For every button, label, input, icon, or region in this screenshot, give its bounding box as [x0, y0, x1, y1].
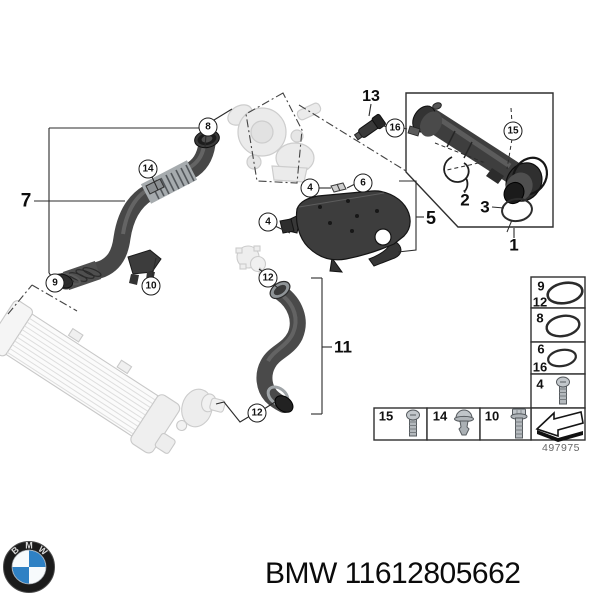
callout-9: 9: [45, 273, 65, 293]
callout-12b: 12: [247, 403, 267, 423]
legend-num-16: 16: [532, 359, 548, 375]
o-ring-small-icon: [547, 348, 577, 368]
reference-dash-dot-lines: [7, 92, 407, 315]
callout-15: 15: [503, 121, 523, 141]
bmw-logo: B M W: [3, 541, 55, 593]
callout-14: 14: [138, 159, 158, 179]
legend-num-6: 6: [537, 341, 545, 357]
dashed-leader-lines: [434, 107, 513, 171]
callout-12a: 12: [258, 268, 278, 288]
o-ring-large-icon: [546, 281, 584, 305]
legend-num-15: 15: [378, 408, 394, 424]
legend-num-10: 10: [484, 408, 500, 424]
label-2: 2: [460, 190, 470, 210]
hose-clamp-14: [145, 178, 165, 195]
turbocharger-ghost: [227, 102, 322, 183]
label-3: 3: [480, 197, 490, 217]
label-13: 13: [362, 88, 380, 105]
retaining-wire-2: [443, 156, 470, 193]
boost-sensor-13: [353, 113, 386, 141]
charge-pipe-1: [407, 102, 549, 205]
o-ring-3: [501, 197, 533, 233]
callout-16: 16: [385, 118, 405, 138]
legend-num-14: 14: [432, 408, 448, 424]
intercooler-ghost: [0, 300, 188, 454]
sheet-number: 497975: [541, 442, 581, 454]
direction-arrow-icon: [535, 411, 584, 442]
o-ring-medium-icon: [545, 314, 581, 338]
intercooler-outlet-ghost: [181, 388, 226, 428]
parts-diagram-artwork: [0, 92, 586, 454]
charge-pipe-box: [405, 92, 554, 228]
label-7: 7: [20, 190, 32, 212]
callout-4b: 4: [258, 212, 278, 232]
legend-num-12: 12: [532, 294, 548, 310]
footer-part-number-line: BMW 11612805662: [265, 557, 521, 591]
legend-num-9: 9: [537, 278, 545, 294]
callout-6: 6: [353, 173, 373, 193]
callout-4a: 4: [300, 178, 320, 198]
label-5: 5: [425, 208, 437, 228]
clip-14-icon: [454, 409, 474, 436]
callout-8: 8: [198, 117, 218, 137]
legend-num-4: 4: [536, 376, 544, 392]
part-number-text: 11612805662: [344, 557, 521, 590]
screw-15-icon: [406, 409, 420, 437]
label-11: 11: [334, 337, 352, 357]
bleed-fitting-ghost: [235, 245, 267, 275]
charge-air-hose-11: [256, 280, 306, 413]
bmw-logo-letter-b: B: [9, 544, 21, 556]
legend-num-8: 8: [536, 310, 544, 326]
brand-text: BMW: [265, 557, 337, 590]
bracket-holes: [318, 199, 379, 233]
label-1: 1: [509, 235, 519, 255]
bmw-logo-letter-m: M: [25, 541, 33, 551]
screw-4-icon: [556, 376, 570, 405]
bolt-10-icon: [510, 408, 528, 439]
charge-air-hose-7: [52, 129, 220, 290]
heat-shield-bracket-5: [279, 182, 411, 273]
callout-10: 10: [141, 276, 161, 296]
